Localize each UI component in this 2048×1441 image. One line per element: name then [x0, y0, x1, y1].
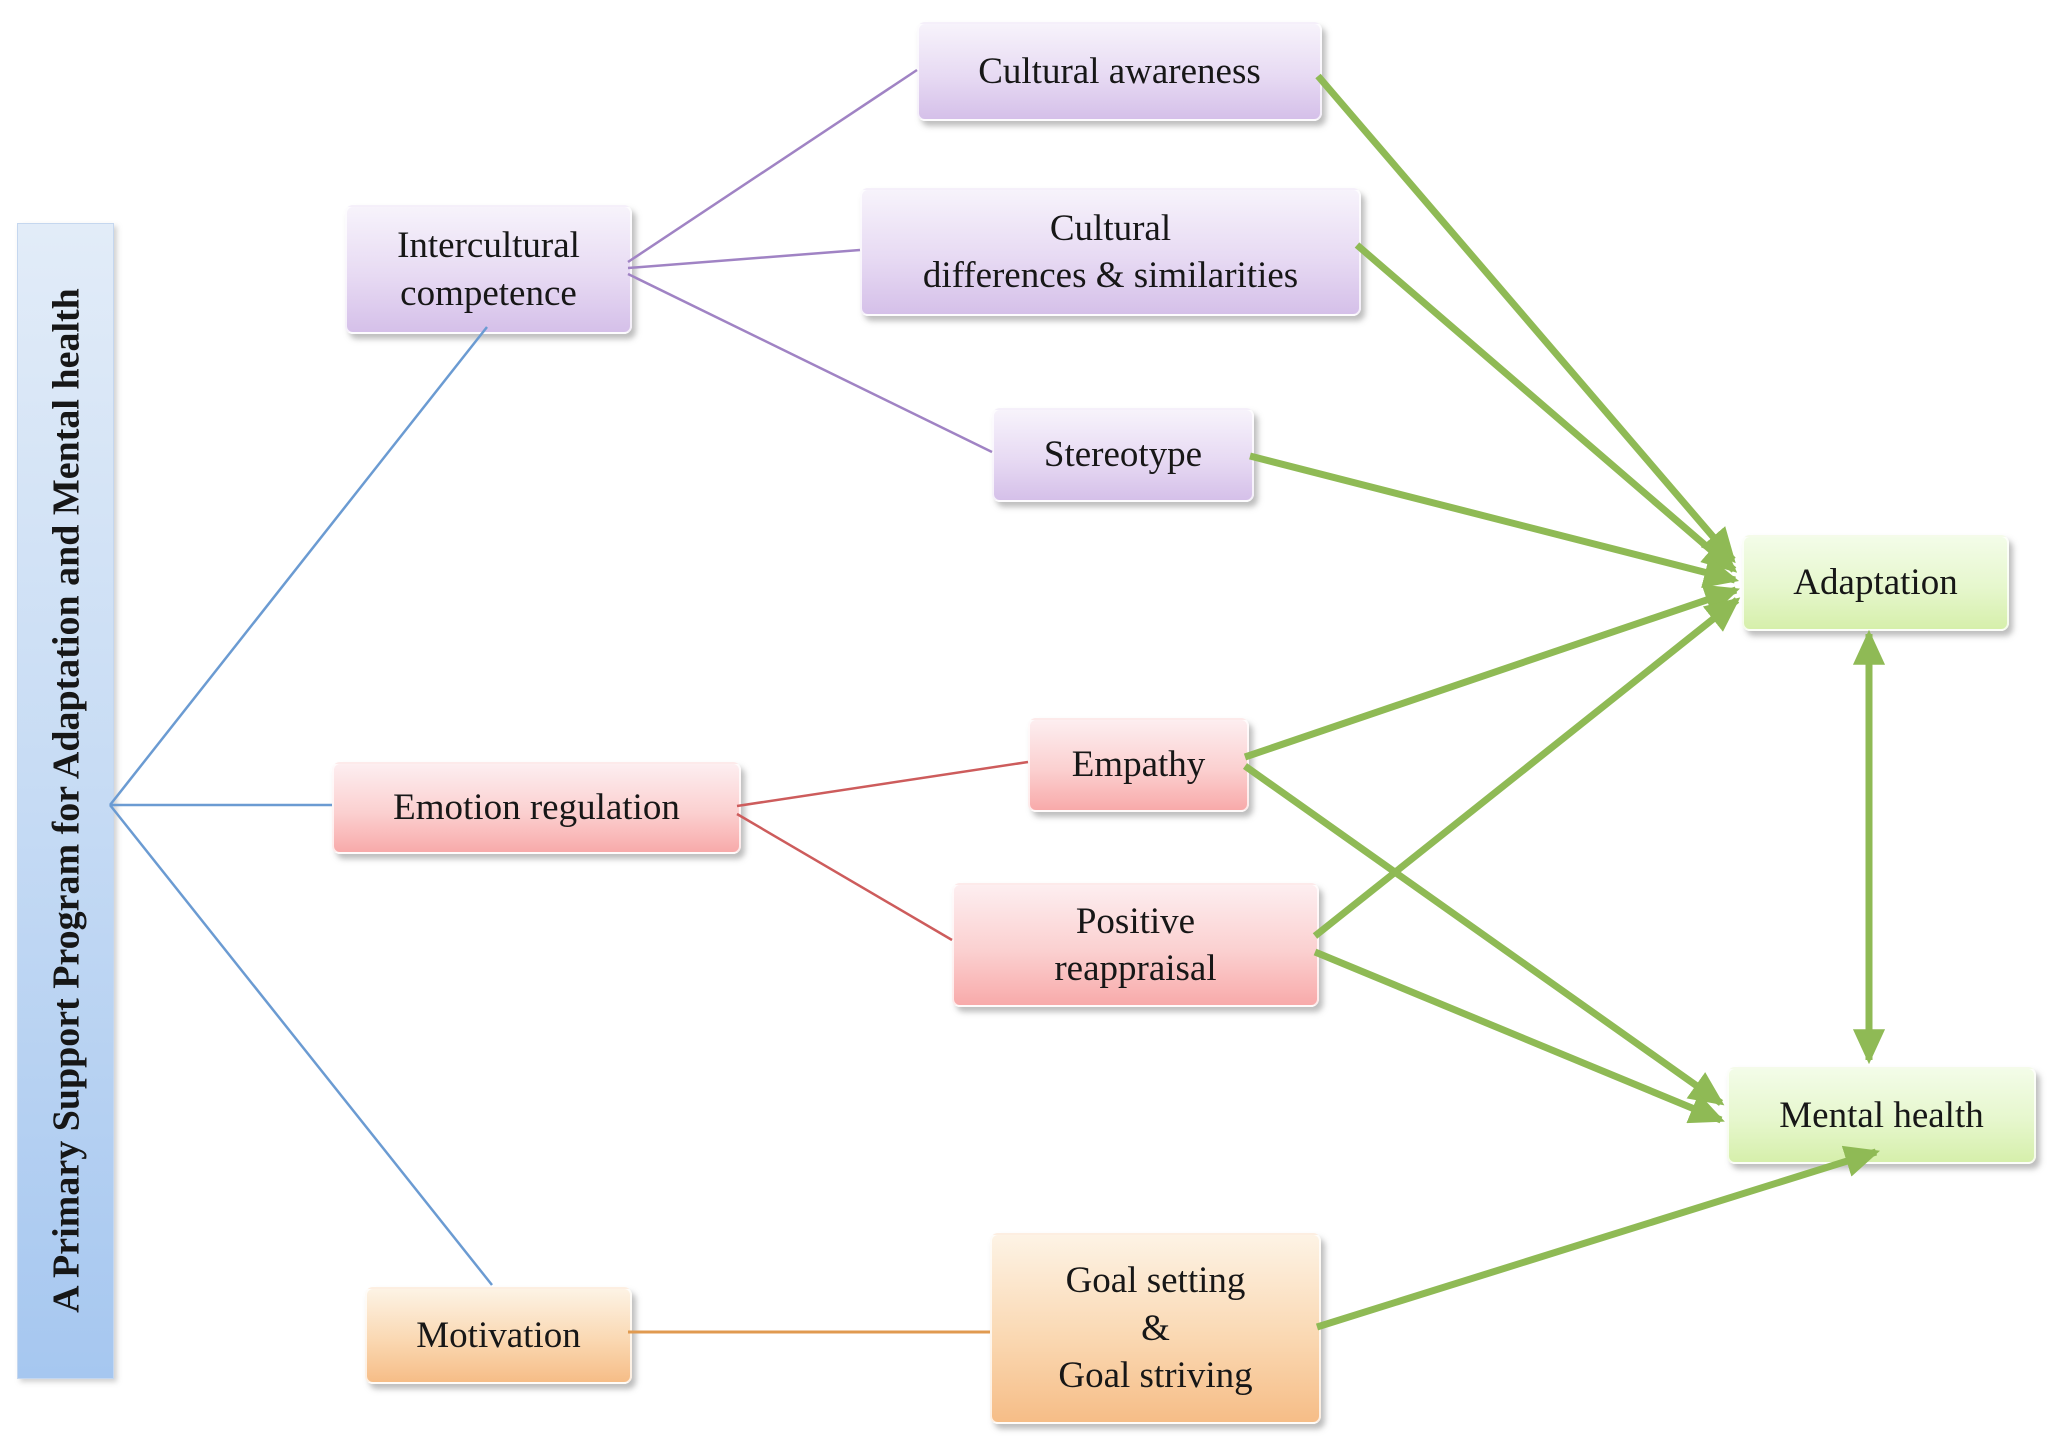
node-cultural-differences-similarities: Cultural differences & similarities	[860, 188, 1361, 316]
edge-intercultural-diff	[627, 248, 861, 270]
edge-diff-adaptation	[1354, 242, 1738, 573]
node-positive-reappraisal: Positive reappraisal	[952, 883, 1319, 1007]
program-title-label: A Primary Support Program for Adaptation…	[45, 288, 87, 1313]
node-intercultural-competence: Intercultural competence	[345, 205, 632, 334]
node-empathy: Empathy	[1028, 718, 1249, 812]
edge-empathy-adaptation	[1243, 584, 1740, 761]
edge-program-intercultural	[109, 326, 488, 806]
edge-emotion-positive	[736, 812, 953, 942]
node-motivation: Motivation	[365, 1287, 632, 1384]
edge-emotion-empathy	[736, 760, 1029, 808]
program-title-bar: A Primary Support Program for Adaptation…	[17, 223, 114, 1379]
node-emotion-regulation: Emotion regulation	[332, 762, 741, 854]
node-goal-setting-striving: Goal setting & Goal striving	[990, 1233, 1321, 1424]
edge-awareness-adaptation	[1315, 73, 1736, 564]
node-stereotype: Stereotype	[992, 408, 1254, 502]
edge-positive-adaptation	[1312, 597, 1741, 939]
node-adaptation: Adaptation	[1742, 535, 2009, 631]
node-cultural-awareness: Cultural awareness	[917, 22, 1322, 121]
edge-positive-mental	[1313, 948, 1725, 1124]
edge-goal-mental	[1315, 1145, 1881, 1331]
edge-stereotype-adaptation	[1249, 452, 1740, 588]
node-mental-health: Mental health	[1727, 1067, 2036, 1164]
edge-program-motivation	[109, 804, 493, 1286]
